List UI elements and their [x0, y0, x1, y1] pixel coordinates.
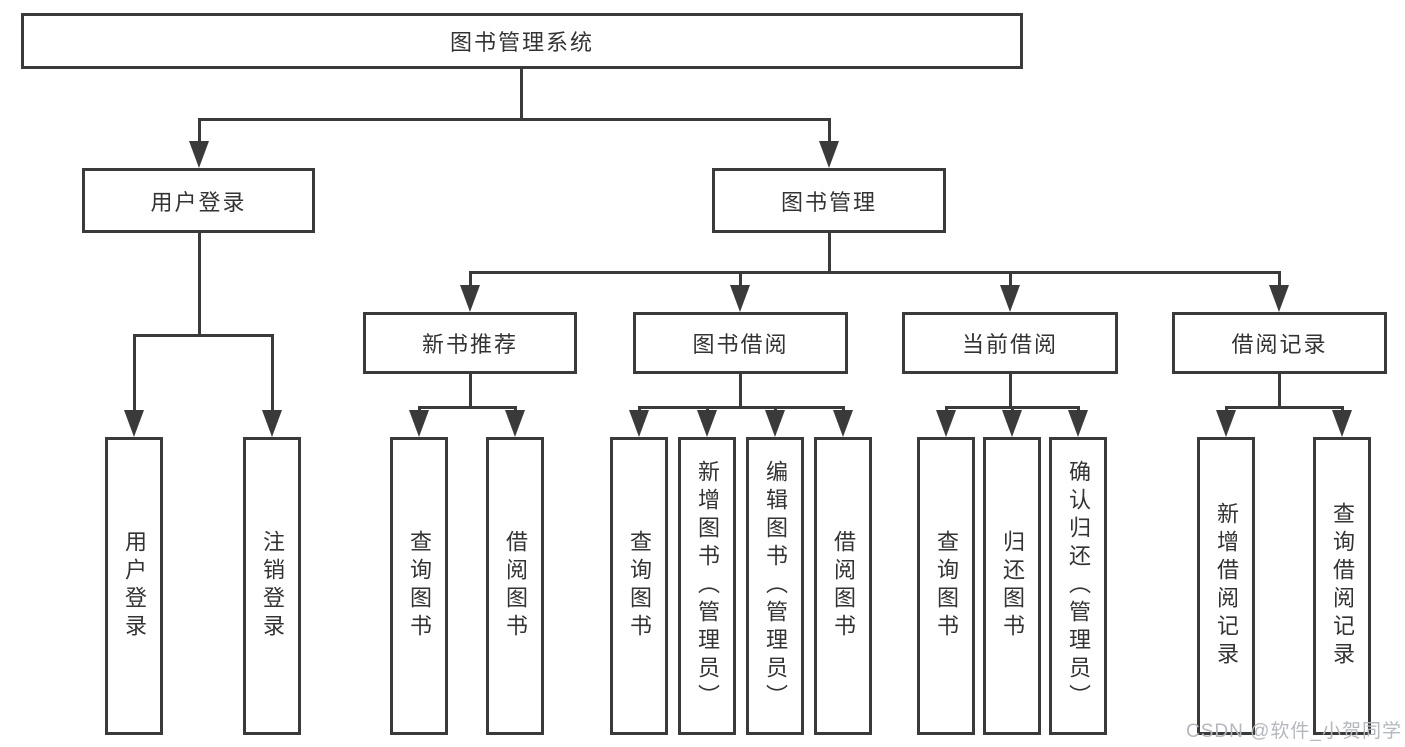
leaf-confirm-return-admin: 确认归还（管理员） [1049, 437, 1107, 735]
leaf-add-books-admin-label: 新增图书（管理员） [695, 460, 720, 712]
connector-borrow-group-split [637, 406, 845, 409]
leaf-confirm-return-admin-label: 确认归还（管理员） [1066, 460, 1091, 712]
arrow-down-icon [460, 285, 480, 312]
node-current-borrow-label: 当前借阅 [961, 332, 1058, 357]
connector-records-stem [1277, 271, 1281, 290]
leaf-edit-books-admin-label: 编辑图书（管理员） [763, 460, 788, 712]
node-book-management: 图书管理 [712, 168, 946, 233]
leaf-add-books-admin: 新增图书（管理员） [678, 437, 736, 735]
leaf-add-borrow-record: 新增借阅记录 [1197, 437, 1255, 735]
arrow-down-icon [505, 410, 525, 437]
node-user-login: 用户登录 [82, 168, 315, 233]
connector-user-login-drop [197, 233, 201, 337]
leaf-recommend-query-books: 查询图书 [390, 437, 448, 735]
node-root: 图书管理系统 [21, 13, 1023, 69]
arrow-down-icon [262, 410, 282, 437]
leaf-user-login-label: 用户登录 [122, 530, 147, 642]
leaf-user-login: 用户登录 [105, 437, 163, 735]
arrow-down-icon [765, 410, 785, 437]
connector-recommend-group-split [417, 406, 517, 409]
connector-recommend-drop [468, 374, 472, 409]
arrow-down-icon [1002, 410, 1022, 437]
node-current-borrow: 当前借阅 [902, 312, 1118, 374]
arrow-down-icon [833, 410, 853, 437]
arrow-down-icon [1269, 285, 1289, 312]
connector-records-group-split [1224, 406, 1344, 409]
arrow-down-icon [730, 285, 750, 312]
connector-current-stem [1008, 271, 1012, 290]
leaf-edit-books-admin: 编辑图书（管理员） [746, 437, 804, 735]
arrow-down-icon [1332, 410, 1352, 437]
connector-user-login-stem [197, 118, 201, 146]
arrow-down-icon [936, 410, 956, 437]
leaf-borrow-books: 借阅图书 [814, 437, 872, 735]
arrow-down-icon [189, 141, 209, 168]
arrow-down-icon [124, 410, 144, 437]
arrow-down-icon [819, 141, 839, 168]
node-book-borrow-label: 图书借阅 [692, 332, 789, 357]
node-root-label: 图书管理系统 [449, 30, 594, 55]
node-book-borrow: 图书借阅 [633, 312, 848, 374]
node-book-management-label: 图书管理 [780, 189, 877, 215]
node-user-login-label: 用户登录 [150, 189, 247, 215]
leaf-borrow-query-books-label: 查询图书 [627, 530, 652, 642]
arrow-down-icon [697, 410, 717, 437]
arrow-down-icon [1216, 410, 1236, 437]
connector-book-management-stem [827, 118, 831, 146]
arrow-down-icon [629, 410, 649, 437]
leaf-current-query-books: 查询图书 [917, 437, 975, 735]
leaf-query-borrow-record-label: 查询借阅记录 [1330, 502, 1355, 670]
leaf-current-query-books-label: 查询图书 [934, 530, 959, 642]
leaf-query-borrow-record: 查询借阅记录 [1313, 437, 1371, 735]
arrow-down-icon [1068, 410, 1088, 437]
csdn-watermark: CSDN @软件_小贺同学 [1186, 721, 1402, 742]
arrow-down-icon [409, 410, 429, 437]
connector-records-drop [1277, 374, 1281, 409]
connector-book-management-drop [827, 233, 831, 274]
leaf-recommend-query-books-label: 查询图书 [407, 530, 432, 642]
leaf-recommend-borrow-books: 借阅图书 [486, 437, 544, 735]
connector-level2-split [197, 118, 831, 121]
leaf-return-books-label: 归还图书 [1000, 530, 1025, 642]
connector-root-drop [519, 69, 523, 120]
node-new-book-recommend: 新书推荐 [363, 312, 577, 374]
leaf-add-borrow-record-label: 新增借阅记录 [1214, 502, 1239, 670]
connector-leaf-stem [132, 334, 136, 414]
leaf-borrow-query-books: 查询图书 [610, 437, 668, 735]
leaf-recommend-borrow-books-label: 借阅图书 [503, 530, 528, 642]
connector-user-group-split [132, 334, 274, 337]
connector-recommend-stem [468, 271, 472, 290]
leaf-logout: 注销登录 [243, 437, 301, 735]
arrow-down-icon [1000, 285, 1020, 312]
connector-current-drop [1008, 374, 1012, 409]
connector-borrow-drop [738, 374, 742, 409]
leaf-borrow-books-label: 借阅图书 [831, 530, 856, 642]
leaf-logout-label: 注销登录 [260, 530, 285, 642]
node-new-book-recommend-label: 新书推荐 [421, 332, 518, 357]
connector-leaf-stem [270, 334, 274, 414]
node-borrow-records-label: 借阅记录 [1231, 332, 1328, 357]
connector-level3-split [468, 271, 1281, 274]
connector-borrow-stem [738, 271, 742, 290]
node-borrow-records: 借阅记录 [1172, 312, 1387, 374]
leaf-return-books: 归还图书 [983, 437, 1041, 735]
